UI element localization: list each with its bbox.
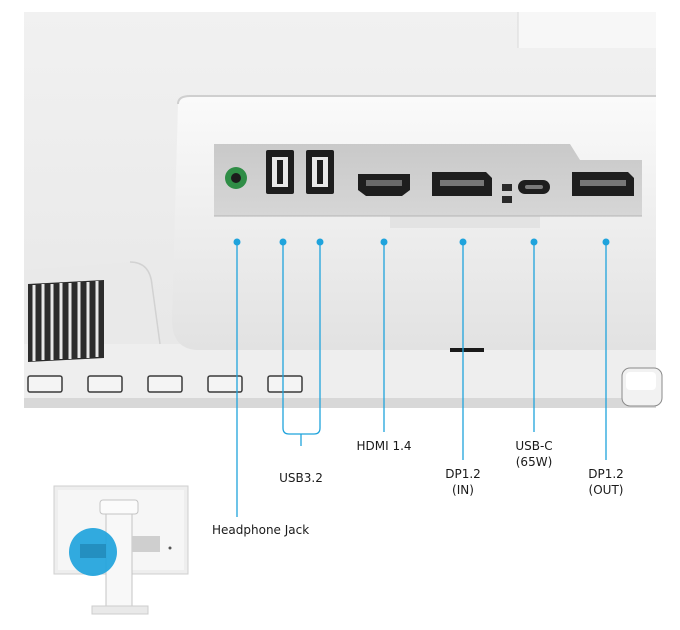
control-button-5 [267,375,303,393]
lock-slot-icon [502,184,512,203]
usb-a-icon [306,150,334,194]
displayport-icon [432,172,492,196]
label-dp-in: DP1.2 (IN) [438,466,488,498]
label-usb-c-line2: (65W) [515,455,553,469]
label-usb-c-line1: USB-C [515,439,553,453]
control-button-2 [87,375,123,393]
label-usb: USB3.2 [276,470,326,486]
ventilation-grille [28,280,104,362]
control-button-4 [207,375,243,393]
label-usb-text: USB3.2 [279,471,323,485]
label-hdmi-text: HDMI 1.4 [356,439,412,453]
displayport-icon [572,172,634,196]
usb-c-icon [518,180,550,194]
monitor-thumbnail [53,485,189,615]
control-button-3 [147,375,183,393]
callout-lines [233,238,610,517]
hdmi-port-icon [358,174,410,196]
label-dp-in-line1: DP1.2 [445,467,481,481]
label-usb-c: USB-C (65W) [508,438,560,470]
power-button [621,367,663,407]
label-dp-out-line1: DP1.2 [588,467,624,481]
label-headphone-jack: Headphone Jack [212,522,309,538]
label-hdmi: HDMI 1.4 [354,438,414,454]
control-button-1 [27,375,63,393]
label-dp-in-line2: (IN) [452,483,474,497]
label-dp-out-line2: (OUT) [588,483,624,497]
label-headphone-jack-text: Headphone Jack [212,523,310,537]
control-buttons [27,375,303,393]
headphone-jack-icon [225,167,247,189]
label-dp-out: DP1.2 (OUT) [578,466,634,498]
usb-a-icon [266,150,294,194]
port-bay [172,95,656,352]
